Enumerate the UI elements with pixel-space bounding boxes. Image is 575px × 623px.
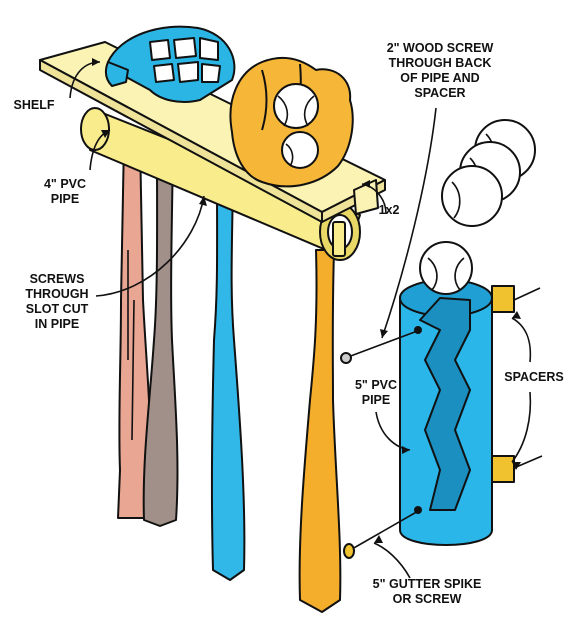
label-pvc-4in: 4" PVC PIPE: [30, 177, 100, 207]
bat-gray: [144, 150, 178, 526]
pvc-5in-pipe: [400, 242, 492, 545]
label-pvc-5in-line-1: 5" PVC: [343, 378, 409, 393]
label-screws-slot-line-3: SLOT CUT: [14, 302, 100, 317]
label-gutter-spike: 5" GUTTER SPIKE OR SCREW: [364, 577, 490, 607]
bat-blue: [212, 180, 244, 580]
label-screws-slot-line-2: THROUGH: [14, 287, 100, 302]
label-one-by-two: 1x2: [374, 203, 404, 218]
label-screws-slot-line-1: SCREWS: [14, 272, 100, 287]
label-wood-screw: 2" WOOD SCREW THROUGH BACK OF PIPE AND S…: [380, 41, 500, 101]
label-shelf-line: SHELF: [4, 98, 64, 113]
label-pvc-4in-line-1: 4" PVC: [30, 177, 100, 192]
label-wood-screw-line-4: SPACER: [380, 86, 500, 101]
label-pvc-5in: 5" PVC PIPE: [343, 378, 409, 408]
label-screws-slot-line-4: IN PIPE: [14, 317, 100, 332]
label-one-by-two-line: 1x2: [374, 203, 404, 218]
baseball-glove: [230, 58, 352, 187]
baseballs: [442, 120, 535, 226]
label-wood-screw-line-2: THROUGH BACK: [380, 56, 500, 71]
label-screws-slot: SCREWS THROUGH SLOT CUT IN PIPE: [14, 272, 100, 332]
label-shelf: SHELF: [4, 98, 64, 113]
label-spacers: SPACERS: [496, 370, 572, 385]
label-pvc-4in-line-2: PIPE: [30, 192, 100, 207]
label-gutter-spike-line-2: OR SCREW: [364, 592, 490, 607]
bat-orange: [300, 250, 341, 612]
label-wood-screw-line-3: OF PIPE AND: [380, 71, 500, 86]
label-pvc-5in-line-2: PIPE: [343, 393, 409, 408]
label-wood-screw-line-1: 2" WOOD SCREW: [380, 41, 500, 56]
label-gutter-spike-line-1: 5" GUTTER SPIKE: [364, 577, 490, 592]
label-spacers-line: SPACERS: [496, 370, 572, 385]
